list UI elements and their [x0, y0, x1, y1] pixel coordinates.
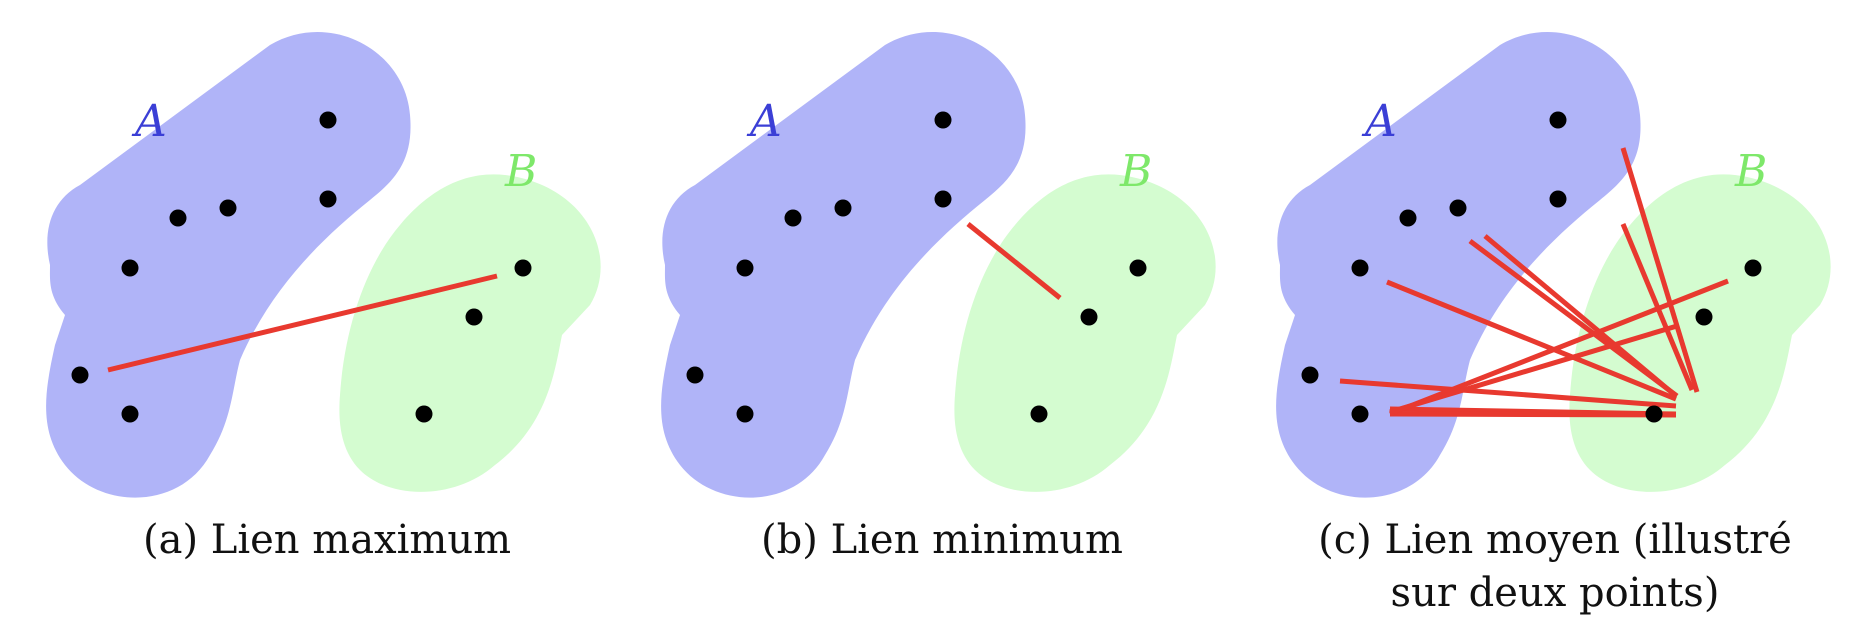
link-line	[966, 222, 1062, 300]
link-line	[1620, 147, 1700, 393]
point-a	[784, 209, 802, 227]
point-b	[1129, 259, 1147, 277]
links-group	[966, 222, 1062, 300]
point-a	[736, 259, 754, 277]
caption-line: (a) Lien maximum	[143, 517, 511, 563]
cluster-a-label: A	[131, 96, 167, 147]
point-a	[736, 405, 754, 423]
links-group	[107, 273, 498, 373]
point-a	[1549, 190, 1567, 208]
link-line	[1468, 238, 1679, 399]
caption-line: (b) Lien minimum	[761, 517, 1123, 563]
link-line	[1389, 278, 1729, 417]
point-b	[1080, 308, 1098, 326]
link-line	[1386, 279, 1677, 402]
point-a	[1301, 366, 1319, 384]
point-a	[319, 111, 337, 129]
point-b	[1695, 308, 1713, 326]
point-a	[834, 199, 852, 217]
cluster-b-shape	[339, 174, 601, 492]
point-a	[319, 190, 337, 208]
point-b	[1030, 405, 1048, 423]
panel-c: A B (c) Lien moyen (illustré sur deux point…	[1276, 32, 1831, 616]
panel-b: A B (b) Lien minimum	[661, 32, 1216, 563]
link-line	[1389, 411, 1677, 418]
point-a	[121, 259, 139, 277]
cluster-b-label: B	[504, 146, 537, 197]
point-b	[1645, 405, 1663, 423]
links-group	[1339, 147, 1729, 418]
cluster-b-shape	[1569, 174, 1831, 492]
cluster-a-label: A	[1361, 96, 1397, 147]
cluster-a-label: A	[746, 96, 782, 147]
point-a	[934, 190, 952, 208]
cluster-a-shape	[46, 32, 411, 498]
cluster-b-shape	[954, 174, 1216, 492]
point-b	[465, 308, 483, 326]
point-a	[121, 405, 139, 423]
link-line	[107, 273, 498, 373]
caption-line: (c) Lien moyen (illustré	[1318, 517, 1792, 563]
point-a	[934, 111, 952, 129]
point-a	[1351, 259, 1369, 277]
point-a	[1449, 199, 1467, 217]
panels-root: A B (a) Lien maximum A B (b) Lien minimum A B (c…	[46, 32, 1831, 616]
point-a	[71, 366, 89, 384]
cluster-a-shape	[661, 32, 1026, 498]
point-b	[415, 405, 433, 423]
point-a	[1549, 111, 1567, 129]
panel-a: A B (a) Lien maximum	[46, 32, 601, 563]
caption-line: sur deux points)	[1391, 570, 1720, 616]
point-a	[1351, 405, 1369, 423]
point-b	[514, 259, 532, 277]
cluster-b-label: B	[1734, 146, 1767, 197]
link-line	[1339, 378, 1677, 409]
point-a	[686, 366, 704, 384]
point-b	[1744, 259, 1762, 277]
point-a	[1399, 209, 1417, 227]
point-a	[219, 199, 237, 217]
point-a	[169, 209, 187, 227]
cluster-b-label: B	[1119, 146, 1152, 197]
link-line	[1389, 323, 1678, 415]
